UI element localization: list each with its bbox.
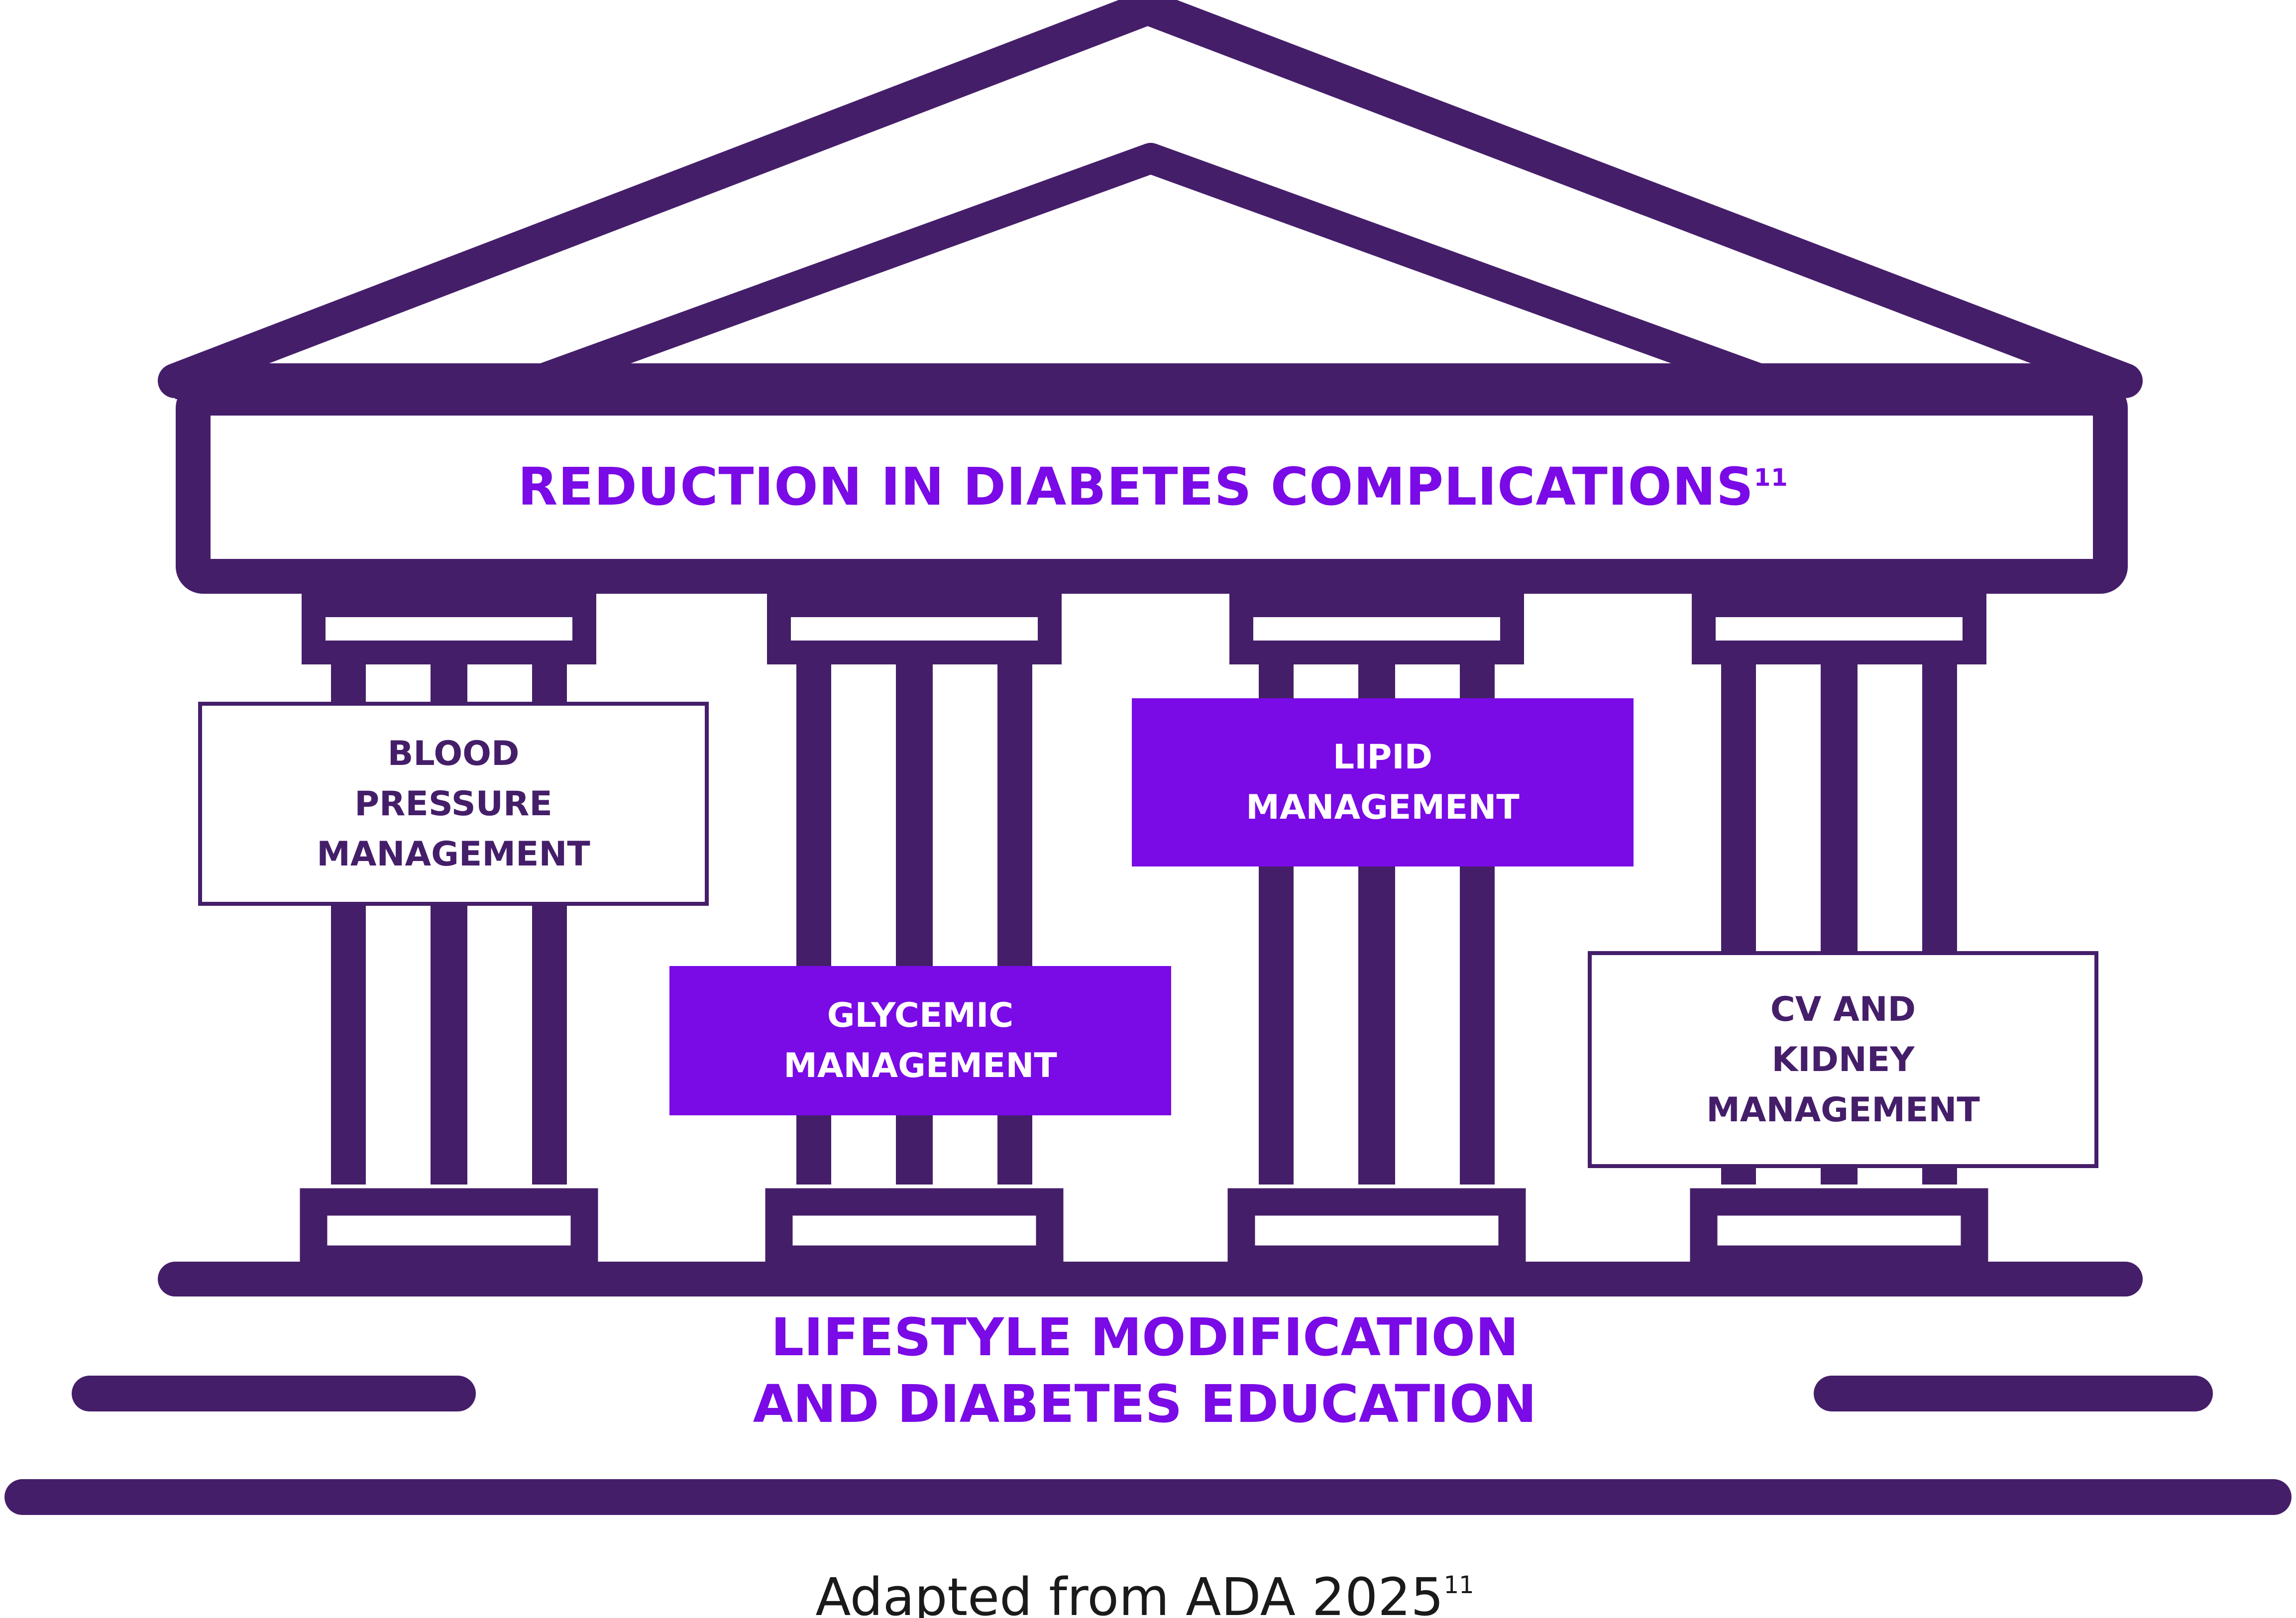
citation-ref: 11 [1443, 1571, 1474, 1599]
pillar-label-glycemic: GLYCEMIC MANAGEMENT [669, 966, 1171, 1115]
entablature [176, 381, 2128, 594]
citation: Adapted from ADA 202511 [647, 1553, 1642, 1618]
pillar-label-line: LIPID [1332, 738, 1433, 777]
foundation-label: LIFESTYLE MODIFICATION AND DIABETES EDUC… [448, 1304, 1842, 1437]
foundation-line-2: AND DIABETES EDUCATION [753, 1374, 1537, 1434]
pillar-label-line: BLOOD [387, 734, 520, 773]
roof-title: REDUCTION IN DIABETES COMPLICATIONS11 [228, 427, 2078, 546]
pillar-label-cv-kidney: CV AND KIDNEY MANAGEMENT [1588, 951, 2098, 1168]
pillar-label-line: MANAGEMENT [317, 834, 590, 874]
pillar-label-line: GLYCEMIC [827, 996, 1014, 1035]
pillar-label-line: CV AND [1770, 989, 1916, 1029]
pillar-label-line: MANAGEMENT [1706, 1090, 1980, 1130]
foundation-line-1: LIFESTYLE MODIFICATION [770, 1307, 1519, 1368]
roof-inner [522, 143, 1780, 396]
roof-title-text: REDUCTION IN DIABETES COMPLICATIONS [518, 456, 1754, 517]
pillar-label-line: MANAGEMENT [1246, 788, 1520, 827]
pillar-label-line: MANAGEMENT [783, 1046, 1057, 1085]
pillar-2 [765, 593, 1064, 1273]
citation-text: Adapted from ADA 2025 [815, 1567, 1444, 1618]
pillar-label-lipid: LIPID MANAGEMENT [1132, 698, 1634, 866]
pillar-label-line: PRESSURE [354, 784, 552, 824]
pillar-label-line: KIDNEY [1771, 1040, 1915, 1079]
pillar-label-blood-pressure: BLOOD PRESSURE MANAGEMENT [198, 702, 709, 906]
roof-outer [158, 0, 2143, 398]
roof-title-ref: 11 [1753, 464, 1788, 492]
